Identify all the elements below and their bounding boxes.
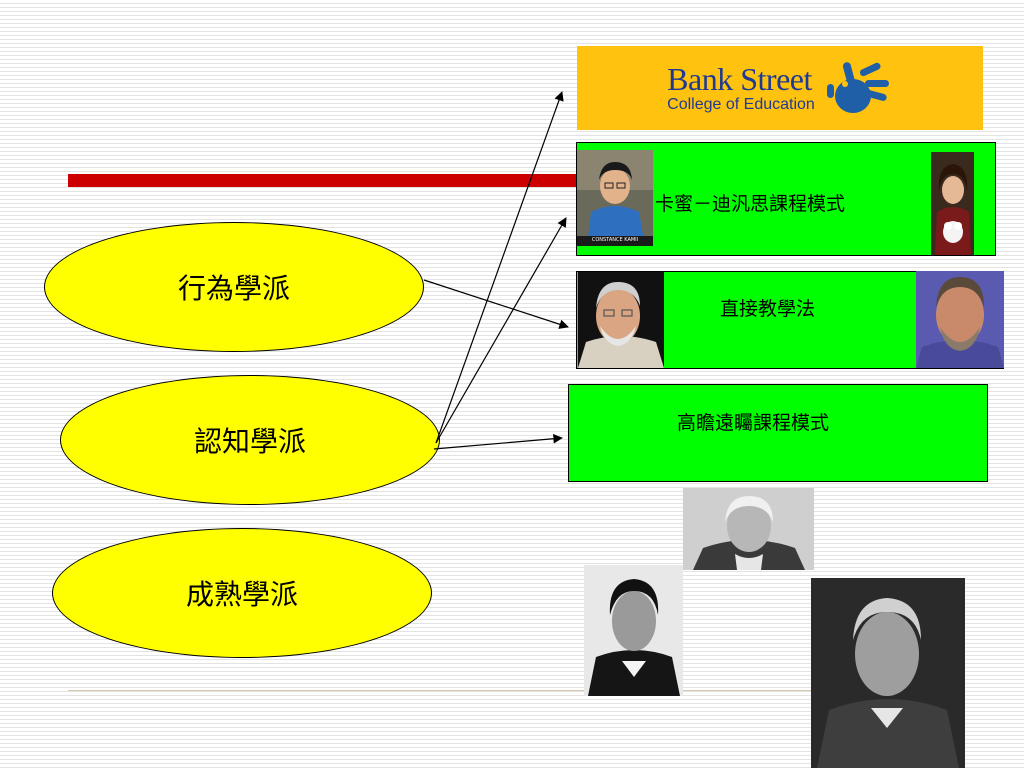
logo-subtitle: College of Education <box>667 96 815 113</box>
arrow-cognitivism-to-kamii-devries <box>435 217 567 444</box>
portrait-caption: CONSTANCE KAMII <box>591 237 639 243</box>
arrow-cognitivism-to-high-scope <box>433 433 563 450</box>
logo-title: Bank Street <box>667 61 812 97</box>
ellipse-label: 成熟學派 <box>185 578 298 611</box>
curriculum-label: 直接教學法 <box>720 298 816 320</box>
ellipse-cognitivism: 認知學派 <box>60 375 440 505</box>
handprint-icon <box>826 62 889 113</box>
portrait-kamii: CONSTANCE KAMII <box>577 150 653 246</box>
ellipse-behaviorism: 行為學派 <box>44 222 424 352</box>
footer-divider-line <box>68 690 828 691</box>
title-divider-bar <box>68 174 588 187</box>
curriculum-label: 高瞻遠矚課程模式 <box>677 412 830 434</box>
portrait-gesell <box>811 578 965 768</box>
ellipse-label: 認知學派 <box>193 425 306 458</box>
portrait-devries <box>931 152 974 255</box>
arrow-cognitivism-to-bank-street <box>435 91 564 444</box>
bank-street-logo: Bank Street College of Education <box>577 46 983 130</box>
portrait-montessori <box>683 488 814 570</box>
portrait-becker <box>916 271 1004 368</box>
arrow-behaviorism-to-direct-instruction <box>423 279 569 329</box>
portrait-engelmann <box>578 272 664 368</box>
ellipse-label: 行為學派 <box>177 272 290 305</box>
portrait-steiner <box>584 565 683 696</box>
ellipse-maturationism: 成熟學派 <box>52 528 432 658</box>
curriculum-label: 卡蜜－迪汎思課程模式 <box>655 193 846 215</box>
curriculum-box-high-scope <box>568 384 988 482</box>
